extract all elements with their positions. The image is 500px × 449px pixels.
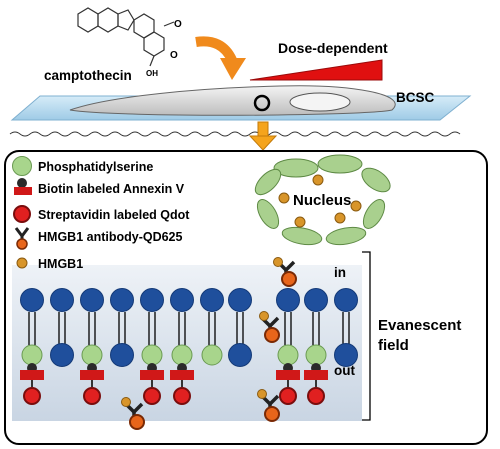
lipid-head	[20, 288, 44, 312]
legend: Phosphatidylserine Biotin labeled Annexi…	[12, 156, 190, 271]
lipid-tails	[28, 312, 350, 345]
compound-label: camptothecin	[44, 68, 132, 83]
antibody-qdot-icon	[14, 227, 30, 250]
lipid-head	[334, 343, 358, 367]
wave-line	[9, 131, 461, 137]
lipid-head	[228, 288, 252, 312]
lipid-head	[304, 288, 328, 312]
dose-label: Dose-dependent	[278, 40, 388, 56]
outer-leaflet-heads	[20, 288, 358, 312]
lipid-head	[170, 288, 194, 312]
inner-leaflet-heads	[21, 343, 358, 367]
ring-o-text: O	[170, 50, 178, 61]
annexin	[170, 370, 194, 380]
lipid-head	[50, 288, 74, 312]
qdot	[307, 387, 325, 405]
carbonyl-o-text: O	[174, 19, 182, 30]
annexin-qdot-probes	[20, 363, 328, 405]
hydroxyl-text: OH	[146, 69, 158, 78]
phosphatidylserine	[171, 344, 193, 366]
nucleus-label: Nucleus	[293, 192, 351, 209]
lipid-head	[334, 288, 358, 312]
phosphatidylserine	[21, 344, 43, 366]
lipid-head	[228, 343, 252, 367]
annexin	[80, 370, 104, 380]
annexin	[304, 370, 328, 380]
lipid-head	[110, 343, 134, 367]
zoom-circle	[253, 94, 271, 112]
dose-wedge	[249, 59, 383, 81]
phosphatidylserine	[201, 344, 223, 366]
lipid-head	[200, 288, 224, 312]
nucleus-envelope	[254, 154, 391, 246]
annexin	[276, 370, 300, 380]
phosphatidylserine	[305, 344, 327, 366]
lipid-head	[110, 288, 134, 312]
legend-label-qdot: Streptavidin labeled Qdot	[38, 208, 190, 222]
lipid-head	[140, 288, 164, 312]
outside-label: out	[334, 363, 355, 378]
qdot-icon	[13, 205, 31, 223]
annexin	[20, 370, 44, 380]
camptothecin-structure	[77, 7, 175, 67]
field-bracket	[362, 251, 371, 421]
qdot	[279, 387, 297, 405]
zoom-arrow	[248, 121, 278, 151]
phosphatidylserine	[277, 344, 299, 366]
hmgb1-icon	[16, 257, 28, 269]
lipid-head	[80, 288, 104, 312]
legend-label-antibody: HMGB1 antibody-QD625	[38, 230, 183, 244]
qdot	[83, 387, 101, 405]
lipid-head	[50, 343, 74, 367]
field-label-line1: Evanescent	[378, 317, 461, 334]
lipid-head	[276, 288, 300, 312]
legend-label-hmgb1: HMGB1	[38, 257, 83, 271]
cell-label: BCSC	[396, 90, 435, 105]
legend-label-annexin: Biotin labeled Annexin V	[38, 182, 185, 196]
phosphatidylserine	[141, 344, 163, 366]
treatment-arrow	[195, 36, 246, 80]
inside-label: in	[334, 265, 346, 280]
hmgb1-antibody-complexes	[121, 257, 297, 430]
qdot	[173, 387, 191, 405]
field-label-line2: field	[378, 337, 409, 354]
qdot	[143, 387, 161, 405]
phosphatidylserine	[81, 344, 103, 366]
annexin	[140, 370, 164, 380]
phosphatidylserine-icon	[12, 156, 32, 176]
legend-label-phosphatidylserine: Phosphatidylserine	[38, 160, 153, 174]
annexin-icon	[14, 178, 32, 195]
qdot	[23, 387, 41, 405]
cell-nucleus	[289, 92, 351, 112]
